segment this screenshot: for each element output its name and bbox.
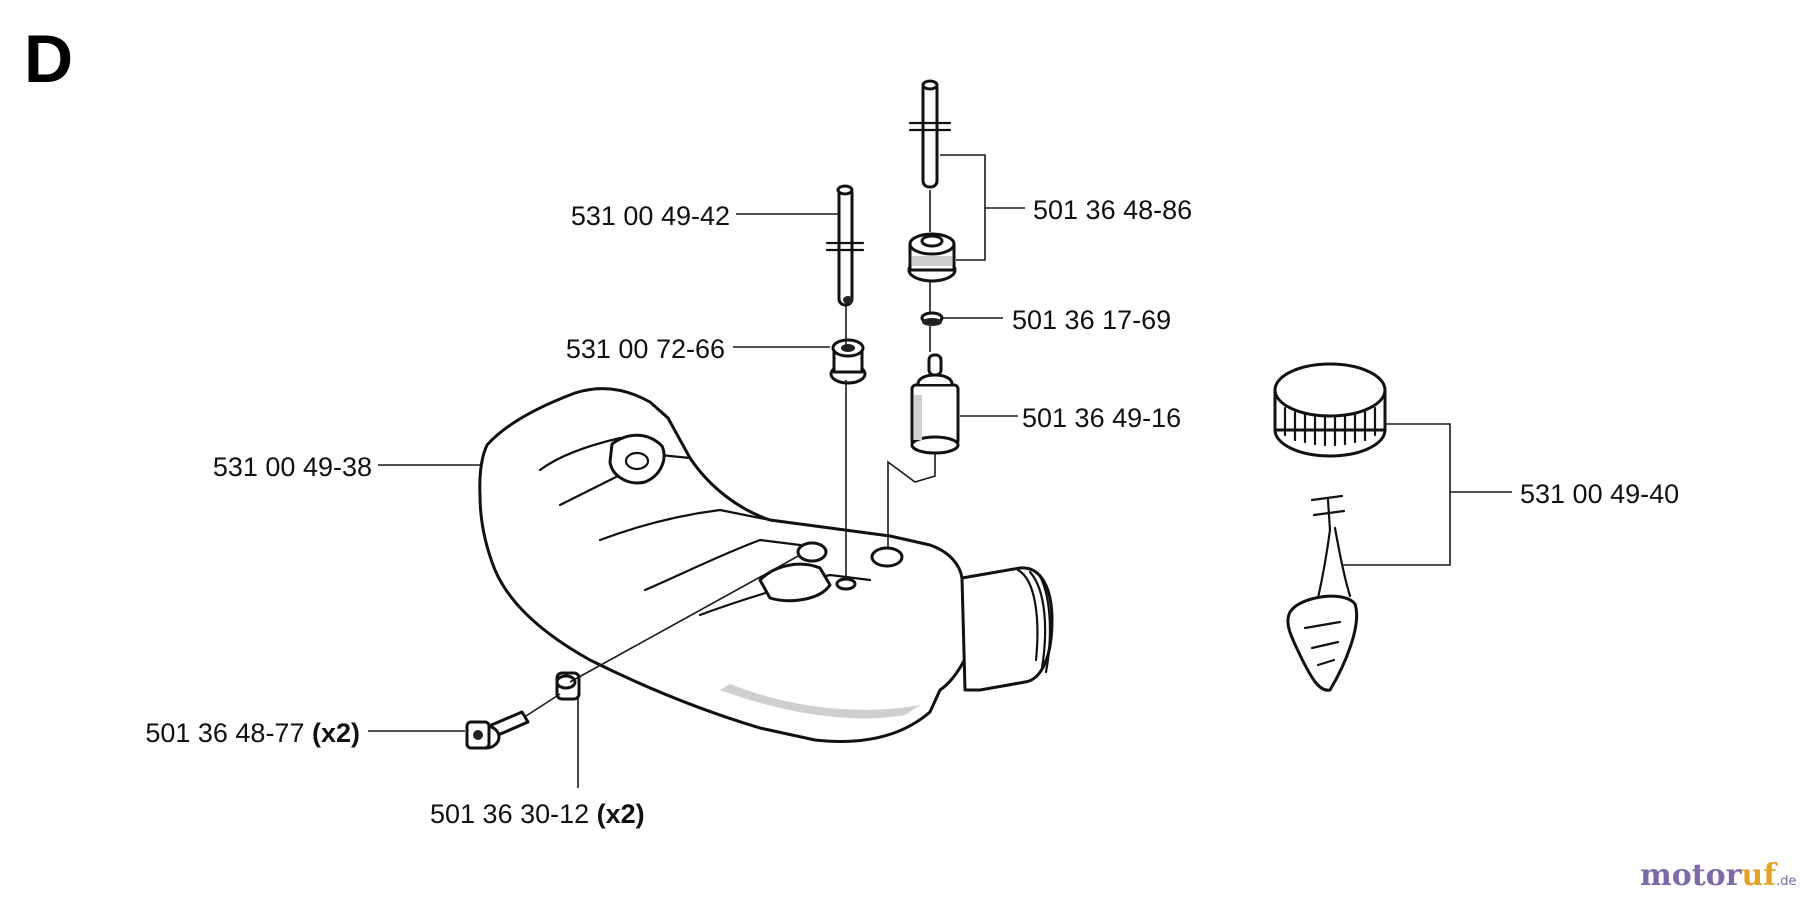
label-531-00-49-40: 531 00 49-40 [1520,479,1679,509]
short-fuel-tube-drawing [825,184,865,307]
hose-clip-drawing [920,311,944,326]
label-quantity: (x2) [312,718,360,748]
label-quantity: (x2) [597,799,645,829]
label-501-36-49-16: 501 36 49-16 [1022,403,1181,433]
spacer-drawing [555,671,581,701]
label-501-36-48-86: 501 36 48-86 [1033,195,1192,225]
section-letter: D [24,21,73,97]
label-531-00-49-42: 531 00 49-42 [571,201,730,231]
label-501-36-48-77: 501 36 48-77 (x2) [145,718,360,748]
assembly-lines [525,190,936,717]
part-labels: 531 00 49-42 501 36 48-86 501 36 17-69 5… [145,195,1679,829]
fuel-tank-drawing [478,387,1054,743]
leader-lines [368,154,1512,788]
watermark-logo: motoruf.de [1640,858,1797,893]
label-501-36-17-69: 501 36 17-69 [1012,305,1171,335]
label-531-00-49-38: 531 00 49-38 [213,452,372,482]
label-531-00-72-66: 531 00 72-66 [566,334,725,364]
fuel-filter-drawing [910,353,960,455]
fuel-cap-drawing [1273,362,1387,692]
long-fuel-tube-drawing [907,79,957,283]
grommet-drawing [829,338,867,385]
label-501-36-30-12: 501 36 30-12 (x2) [430,799,645,829]
screw-drawing [465,710,530,750]
